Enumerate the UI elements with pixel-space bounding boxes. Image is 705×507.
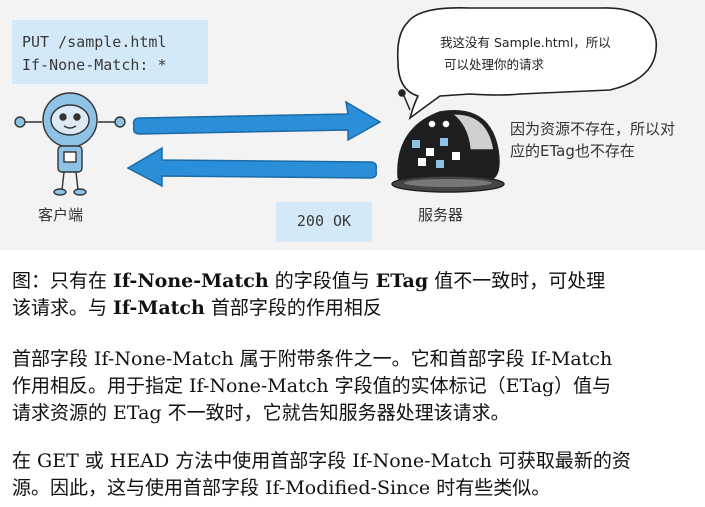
caption-text: 图：只有在 xyxy=(12,270,114,292)
server-robot-icon xyxy=(391,89,505,193)
paragraph-1: 首部字段 If-None-Match 属于附带条件之一。它和首部字段 If-Ma… xyxy=(12,346,700,427)
caption-text: 的字段值与 xyxy=(268,270,376,292)
note-line-1: 因为资源不存在，所以对 xyxy=(510,120,676,138)
client-robot-icon xyxy=(14,92,126,196)
caption-term: If-None-Match xyxy=(113,270,269,292)
caption-line-2: 该请求。与 If-Match 首部字段的作用相反 xyxy=(12,295,700,322)
response-box: 200 OK xyxy=(276,202,372,242)
paragraph-line: 源。因此，这与使用首部字段 If-Modified-Since 时有些类似。 xyxy=(12,477,551,499)
speech-bubble-icon xyxy=(396,6,658,121)
bubble-line-1: 我这没有 Sample.html，所以 xyxy=(440,35,611,50)
figure-caption: 图：只有在 If-None-Match 的字段值与 ETag 值不一致时，可处理… xyxy=(12,268,700,322)
request-box: PUT /sample.html If-None-Match: * xyxy=(12,20,208,84)
figure: PUT /sample.html If-None-Match: * 200 OK… xyxy=(0,0,705,250)
caption-term: If-Match xyxy=(113,297,205,319)
paragraph-line: 作用相反。用于指定 If-None-Match 字段值的实体标记（ETag）值与 xyxy=(12,375,612,397)
caption-text: 首部字段的作用相反 xyxy=(204,297,382,319)
caption-line-1: 图：只有在 If-None-Match 的字段值与 ETag 值不一致时，可处理 xyxy=(12,268,700,295)
request-header: If-None-Match: * xyxy=(22,56,167,74)
paragraph-line: 请求资源的 ETag 不一致时，它就告知服务器处理该请求。 xyxy=(12,402,510,424)
caption-text: 该请求。与 xyxy=(12,297,114,319)
server-label: 服务器 xyxy=(418,206,464,224)
note-line-2: 应的ETag也不存在 xyxy=(510,142,635,160)
paragraph-line: 首部字段 If-None-Match 属于附带条件之一。它和首部字段 If-Ma… xyxy=(12,348,613,370)
figure-illustration xyxy=(14,6,658,196)
caption-term: ETag xyxy=(375,270,429,292)
left-arrow-icon xyxy=(126,146,378,188)
response-status: 200 OK xyxy=(296,212,352,230)
paragraph-line: 在 GET 或 HEAD 方法中使用首部字段 If-None-Match 可获取… xyxy=(12,450,631,472)
request-line: PUT /sample.html xyxy=(22,33,167,51)
caption-text: 值不一致时，可处理 xyxy=(428,270,606,292)
bubble-line-2: 可以处理你的请求 xyxy=(444,57,545,72)
paragraph-2: 在 GET 或 HEAD 方法中使用首部字段 If-None-Match 可获取… xyxy=(12,448,700,502)
right-arrow-icon xyxy=(132,100,382,142)
client-label: 客户端 xyxy=(38,206,84,224)
